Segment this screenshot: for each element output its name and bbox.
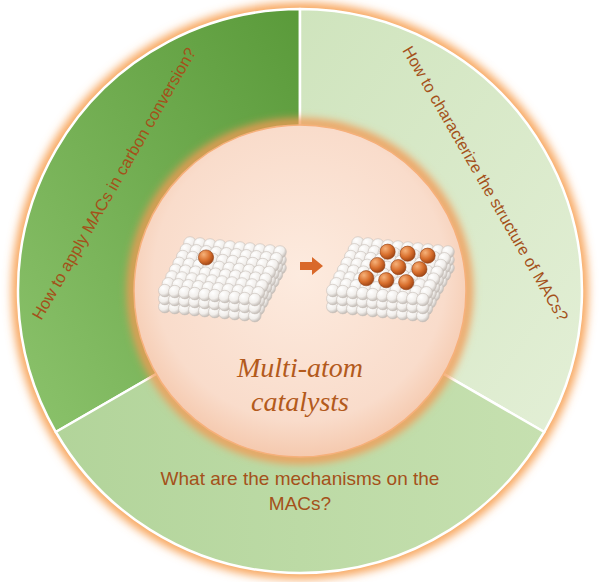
center-title: Multi-atom catalysts xyxy=(215,351,385,418)
transform-arrow xyxy=(300,257,323,275)
question-text: What are the mechanisms on the MACs? xyxy=(135,467,465,516)
